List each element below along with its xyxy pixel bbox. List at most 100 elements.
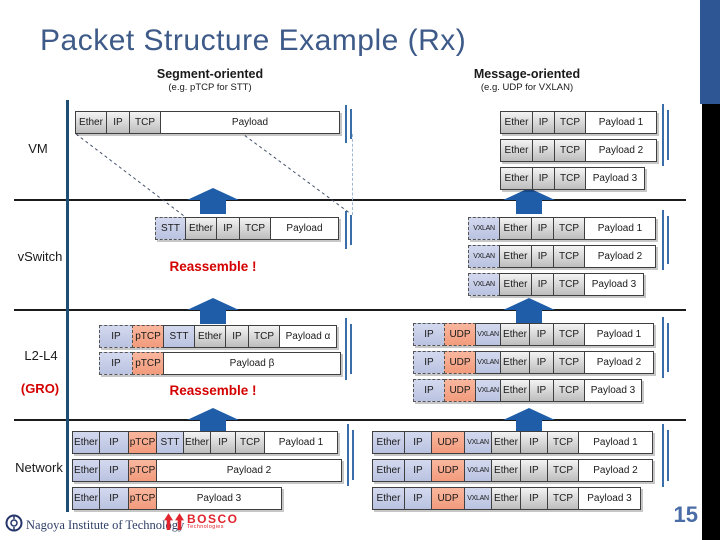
packet-field: Ether [72,431,100,454]
packet-field: Ether [499,217,532,240]
packet-field: Ether [500,111,533,134]
packet-field: Ether [499,273,532,296]
truncation-mark-icon [662,424,669,487]
page-number: 15 [673,502,698,527]
packet-field: IP [520,487,548,510]
packet-field: IP [216,217,240,240]
packet-field: IP [531,217,554,240]
bosco-logo-text: BOSCO Technologies [187,513,239,531]
packet-field: STT [163,325,195,348]
packet-field: IP [413,351,445,374]
affiliation-text: Nagoya Institute of Technology [26,518,185,532]
packet-field: Ether [491,459,521,482]
column-header-segment: Segment-oriented (e.g. pTCP for STT) [156,67,264,93]
slide-title: Packet Structure Example (Rx) [40,24,467,57]
packet-field: IP [531,245,554,268]
packet-field: Ether [75,111,107,134]
packet-field: UDP [431,459,465,482]
packet-field: IP [520,459,548,482]
packet-field: Payload 2 [585,139,657,162]
packet-field: VXLAN [464,459,492,482]
packet-field: IP [99,352,133,375]
packet-field: IP [413,323,445,346]
column-title: Segment-oriented [156,67,264,81]
packet-field: Payload 1 [585,111,657,134]
packet-field: IP [529,351,554,374]
reassemble-annotation: Reassemble ! [169,259,257,274]
packet-field: UDP [444,379,476,402]
packet-field: TCP [554,111,586,134]
packet-field: Ether [194,325,226,348]
packet-field: Ether [500,167,533,190]
packet-field: Payload 3 [578,487,641,510]
up-arrow-icon [503,298,555,324]
packet-field: TCP [553,245,585,268]
reassemble-annotation: Reassemble ! [169,383,257,398]
packet-field: Payload 3 [584,379,642,402]
packet-field: Ether [372,459,405,482]
up-arrow-icon [187,188,239,214]
packet-field: Ether [500,139,533,162]
packet-field: TCP [553,323,585,346]
row-label-vswitch: vSwitch [17,249,63,264]
company-subtitle: Technologies [187,524,224,530]
packet-field: VXLAN [468,273,500,296]
packet-field: TCP [235,431,265,454]
column-title: Message-oriented [473,67,581,81]
packet-field: IP [532,139,555,162]
packet-field: VXLAN [464,431,492,454]
truncation-mark-icon [662,317,669,378]
packet-field: TCP [553,379,585,402]
packet-field: Payload 2 [584,351,654,374]
packet-field: UDP [431,431,465,454]
packet-field: IP [99,459,129,482]
packet-field: TCP [554,167,586,190]
bosco-logo: BOSCO Technologies [164,513,239,531]
packet-field: IP [404,459,432,482]
packet-field: Payload α [279,325,337,348]
row-separator-line [14,309,686,311]
packet-field: Payload 1 [578,431,653,454]
packet-field: IP [99,325,133,348]
packet-field: Ether [491,431,521,454]
packet-field: IP [404,431,432,454]
packet-field: VXLAN [475,351,501,374]
packet-field: IP [210,431,236,454]
packet-field: Payload 3 [156,487,282,510]
packet-field: Payload β [163,352,341,375]
truncation-mark-icon [347,424,354,486]
packet-field: Ether [183,431,211,454]
packet-field: pTCP [128,459,157,482]
packet-field: IP [532,111,555,134]
up-arrow-icon [503,408,555,434]
packet-field: STT [155,217,186,240]
packet-field: Payload 2 [578,459,653,482]
packet-field: TCP [554,139,586,162]
packet-field: pTCP [128,431,157,454]
packet-field: TCP [553,351,585,374]
packet-field: Payload 2 [156,459,342,482]
packet-field: VXLAN [468,245,500,268]
row-separator-line [14,199,686,201]
packet-field: TCP [547,431,579,454]
packet-field: TCP [239,217,271,240]
column-subtitle: (e.g. UDP for VXLAN) [480,81,574,93]
row-label-l2l4: L2-L4 [24,348,58,363]
packet-field: Ether [372,431,405,454]
packet-field: UDP [444,351,476,374]
packet-field: IP [529,323,554,346]
